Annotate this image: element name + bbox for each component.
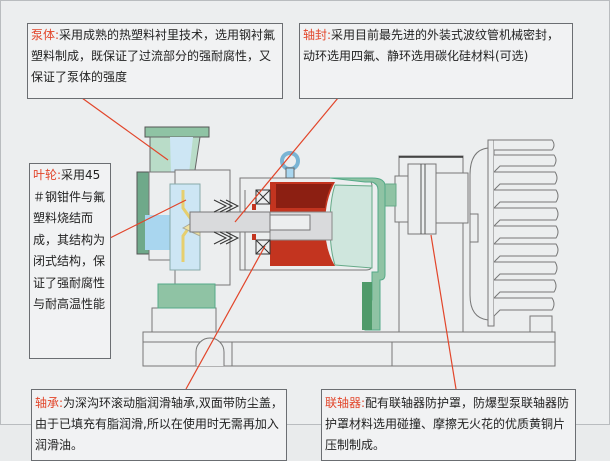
callout-label: 叶轮:	[33, 168, 62, 182]
callout-coupling: 联轴器:配有联轴器防护罩，防爆型泵联轴器防护罩材料选用碰撞、摩擦无火花的优质黄铜…	[321, 389, 576, 461]
base-plate	[142, 307, 556, 367]
callout-text: 采用45＃钢钳件与氟塑料烧结而成，其结构为闭式结构，保证了强耐腐性与耐高温性能	[33, 168, 106, 311]
callout-shaft-seal: 轴封:采用目前最先进的外装式波纹管机械密封，动环选用四氟、静环选用碳化硅材料(可…	[299, 23, 573, 99]
bearing	[252, 189, 271, 255]
callout-label: 轴承:	[35, 396, 64, 410]
callout-impeller: 叶轮:采用45＃钢钳件与氟塑料烧结而成，其结构为闭式结构，保证了强耐腐性与耐高温…	[29, 163, 111, 359]
callout-text: 采用目前最先进的外装式波纹管机械密封，动环选用四氟、静环选用碳化硅材料(可选)	[303, 28, 560, 63]
callout-label: 联轴器:	[325, 396, 366, 410]
shaft-seal	[213, 199, 240, 245]
callout-text: 为深沟环滚动脂润滑轴承,双面带防尘盖，由于已填充有脂润滑,所以在使用时无需再加入…	[35, 396, 283, 452]
leader-coupling	[430, 234, 457, 390]
leader-pump-body	[81, 97, 169, 161]
callout-text: 采用成熟的热塑料衬里技术，选用钢衬氟塑料制成，既保证了过流部分的强耐腐性，又保证…	[31, 28, 276, 84]
leader-bearing	[185, 245, 266, 390]
lifting-eye	[280, 151, 300, 179]
callout-label: 轴封:	[303, 28, 332, 42]
leader-shaft-seal	[234, 97, 339, 223]
callout-bearing: 轴承:为深沟环滚动脂润滑轴承,双面带防尘盖，由于已填充有脂润滑,所以在使用时无需…	[31, 389, 287, 461]
callout-label: 泵体:	[31, 28, 60, 42]
shaft	[189, 211, 311, 233]
leader-lines	[81, 97, 457, 390]
coupling	[383, 155, 469, 333]
callout-pump-body: 泵体:采用成熟的热塑料衬里技术，选用钢衬氟塑料制成，既保证了过流部分的强耐腐性，…	[27, 23, 283, 99]
motor	[469, 139, 559, 333]
leader-impeller	[109, 199, 187, 239]
pump-diagram	[81, 97, 559, 390]
